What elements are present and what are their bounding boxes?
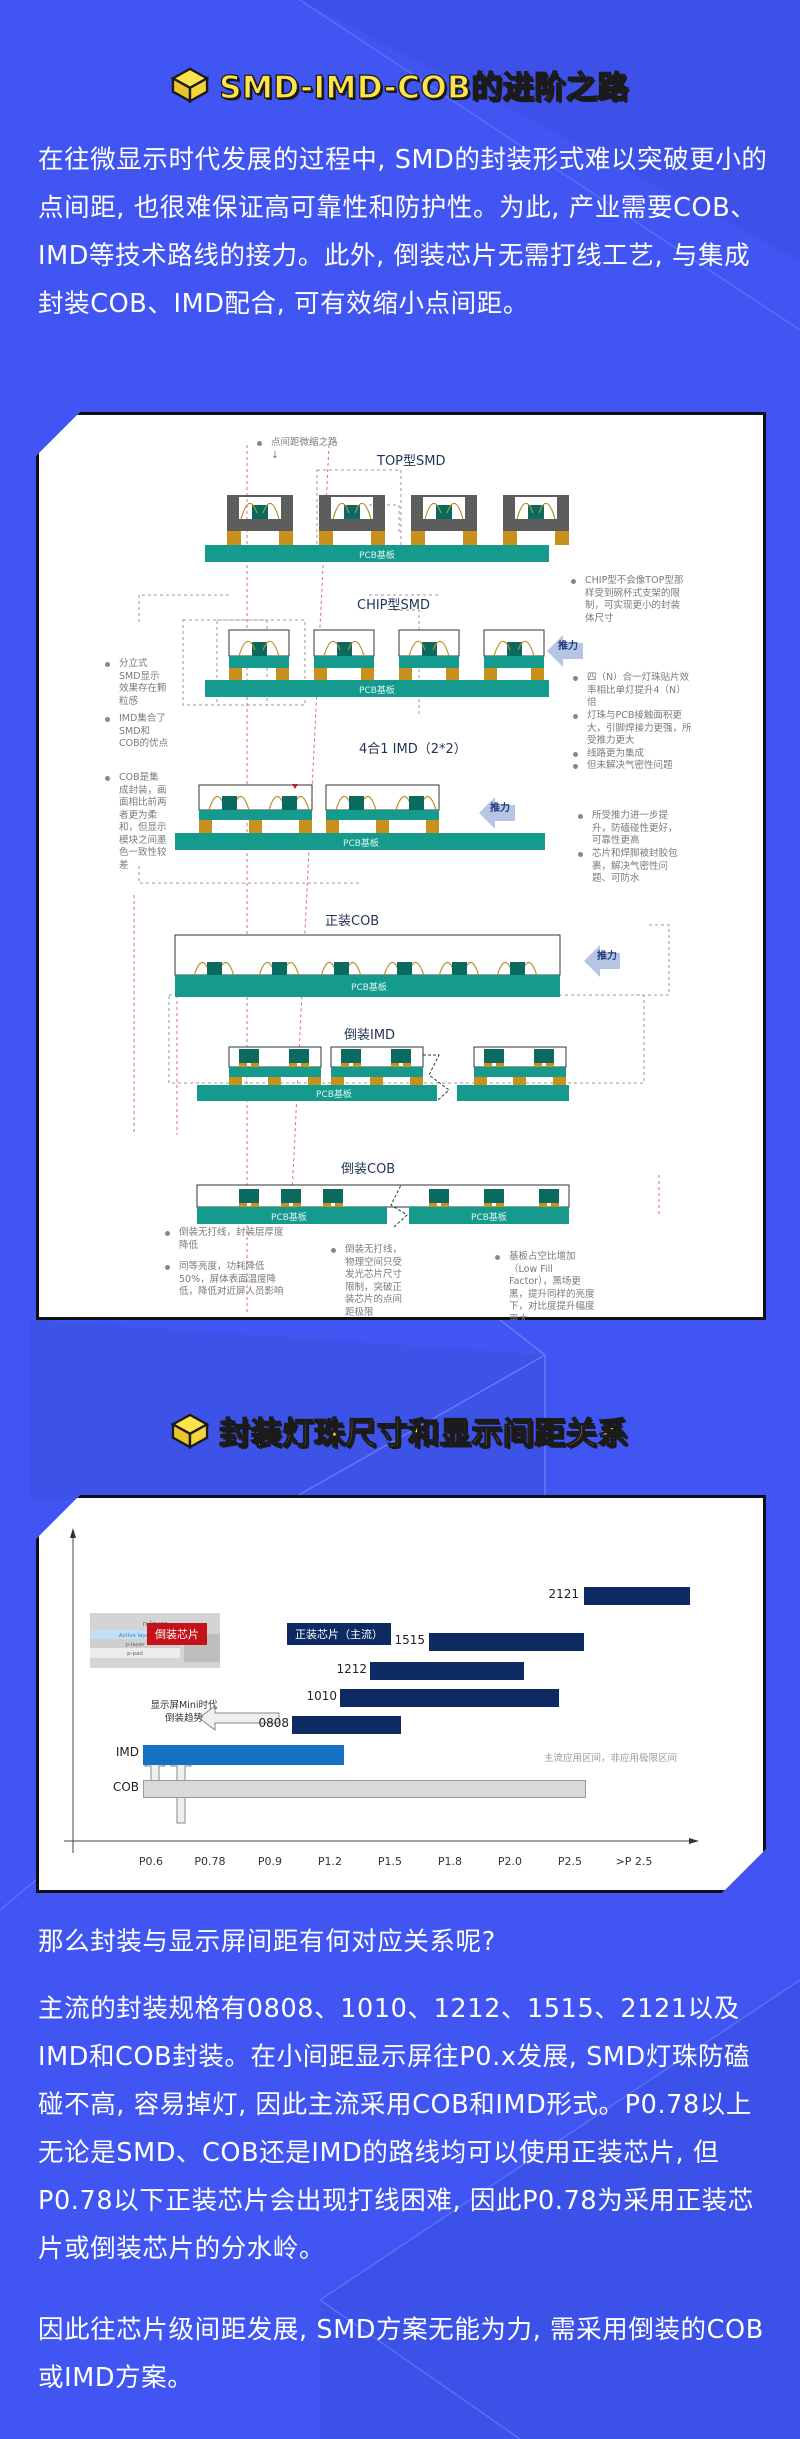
svg-text:PCB基板: PCB基板: [271, 1211, 307, 1223]
svg-text:倒装COB: 倒装COB: [341, 1162, 395, 1177]
note-left-smd: 分立式SMD显示效果存在颗粒感: [105, 658, 169, 708]
x-tick: P2.5: [557, 1855, 583, 1868]
note-bottom-left-2: 同等亮度，功耗降低50%，屏体表面温度降低，降低对近屏人员影响: [165, 1261, 289, 1299]
bar-label-1212: 1212: [336, 1662, 367, 1676]
svg-text:PCB基板: PCB基板: [359, 549, 395, 561]
bar-label-0808: 0808: [258, 1716, 289, 1730]
bar-1212: [370, 1662, 524, 1680]
bar-imd: [143, 1745, 344, 1765]
svg-text:PCB基板: PCB基板: [359, 684, 395, 696]
section-title-1: SMD-IMD-COB的进阶之路: [0, 62, 800, 107]
svg-text:正装COB: 正装COB: [325, 914, 379, 929]
push-label: 推力: [558, 641, 578, 652]
note-top: 点间距微缩之路↓: [257, 437, 341, 462]
cube-icon: [171, 1413, 210, 1449]
push-label: 推力: [490, 803, 510, 814]
body-paragraph-2: 因此往芯片级间距发展, SMD方案无能为力, 需采用倒装的COB或IMD方案。: [38, 2315, 764, 2393]
svg-text:PCB基板: PCB基板: [471, 1211, 507, 1223]
stage-label: TOP型SMD: [376, 454, 446, 469]
bar-1010: [340, 1689, 559, 1707]
x-tick: P2.0: [497, 1855, 523, 1868]
note-left-cob: COB是集成封装，画面相比前两者更为柔和，但显示模块之间墨色一致性较差: [105, 772, 167, 872]
note-right-imd-1: 四（N）合一灯珠贴片效率相比单灯提升4（N）倍: [573, 672, 692, 710]
note-right-imd-2: 灯珠与PCB接触面积更大，引脚焊接力更强，所受推力更大: [573, 710, 692, 748]
svg-text:PCB基板: PCB基板: [351, 981, 387, 993]
note-bottom-mid: 倒装无打线，物理空间只受发光芯片尺寸限制，突破正装芯片的点间距极限: [331, 1244, 407, 1319]
x-tick: >P 2.5: [615, 1855, 653, 1868]
note-left-imd: IMD集合了SMD和COB的优点: [105, 713, 169, 751]
svg-text:4合1 IMD（2*2）: 4合1 IMD（2*2）: [359, 742, 467, 757]
bar-label-imd: IMD: [115, 1745, 139, 1759]
svg-text:PCB基板: PCB基板: [343, 837, 379, 849]
bar-cob: [143, 1780, 586, 1798]
x-tick: P0.6: [138, 1855, 164, 1868]
legend-flip-chip: 倒装芯片: [147, 1623, 207, 1645]
mainstream-range-note: 主流应用区间，非应用极限区间: [544, 1753, 678, 1764]
note-right-cob-2: 芯片和焊脚被封胶包裹，解决气密性问题、可防水: [578, 848, 682, 886]
question-text: 那么封装与显示屏间距有何对应关系呢?: [38, 1927, 496, 1957]
section-title-2: 封装灯珠尺寸和显示间距关系: [0, 1408, 800, 1453]
intro-paragraph: 在往微显示时代发展的过程中, SMD的封装形式难以突破更小的点间距, 也很难保证…: [38, 145, 768, 319]
bar-label-1515: 1515: [394, 1633, 425, 1647]
bar-label-cob: COB: [112, 1780, 139, 1794]
note-right-chip: CHIP型不会像TOP型那样受到碗杯式支架的限制，可实现更小的封装体尺寸: [571, 575, 685, 625]
mini-trend-annotation: 显示屏Mini时代倒装趋势: [150, 1700, 218, 1724]
bar-1515: [429, 1633, 584, 1651]
svg-text:倒装IMD: 倒装IMD: [344, 1028, 395, 1043]
pitch-chart-panel: n-layer Active layer p-layer p-pad n-pad…: [36, 1495, 766, 1893]
evolution-diagram: TOP型SMD PCB基板 CHIP型SMD PCB基板 4合1 IMD（2*2…: [39, 415, 763, 1320]
svg-text:p-layer: p-layer: [125, 1642, 145, 1648]
note-right-cob-1: 所受推力进一步提升，防磕碰性更好，可靠性更高: [578, 810, 682, 848]
note-right-imd-3: 线路更为集成: [573, 748, 692, 761]
bar-label-1010: 1010: [306, 1689, 337, 1703]
note-right-imd-4: 但未解决气密性问题: [573, 760, 692, 773]
legend-normal-chip: 正装芯片（主流）: [287, 1623, 391, 1645]
x-tick: P0.78: [194, 1855, 226, 1868]
body-paragraph-1: 主流的封装规格有0808、1010、1212、1515、2121以及IMD和CO…: [38, 1994, 754, 2264]
push-label: 推力: [597, 951, 617, 962]
x-tick: P1.5: [377, 1855, 403, 1868]
svg-text:CHIP型SMD: CHIP型SMD: [357, 598, 430, 613]
bar-2121: [584, 1587, 690, 1605]
section-title-text: SMD-IMD-COB的进阶之路: [219, 69, 629, 106]
diagram-graphics: TOP型SMD PCB基板 CHIP型SMD PCB基板 4合1 IMD（2*2…: [133, 444, 670, 1315]
x-tick: P1.2: [317, 1855, 343, 1868]
note-bottom-right: 基板占空比增加（Low Fill Factor），黑场更黑，提升同样的亮度下，对…: [495, 1251, 599, 1320]
bar-label-2121: 2121: [548, 1587, 579, 1601]
x-tick: P1.8: [437, 1855, 463, 1868]
svg-text:p-pad: p-pad: [127, 1651, 143, 1657]
svg-text:Active layer: Active layer: [119, 1633, 152, 1639]
evolution-diagram-panel: TOP型SMD PCB基板 CHIP型SMD PCB基板 4合1 IMD（2*2…: [36, 412, 766, 1320]
bar-0808: [292, 1716, 401, 1734]
section-title-text: 封装灯珠尺寸和显示间距关系: [219, 1415, 629, 1452]
cube-icon: [171, 67, 210, 103]
note-bottom-left-1: 倒装无打线，封装层厚度降低: [165, 1227, 289, 1252]
svg-text:PCB基板: PCB基板: [316, 1088, 352, 1100]
x-tick: P0.9: [257, 1855, 283, 1868]
